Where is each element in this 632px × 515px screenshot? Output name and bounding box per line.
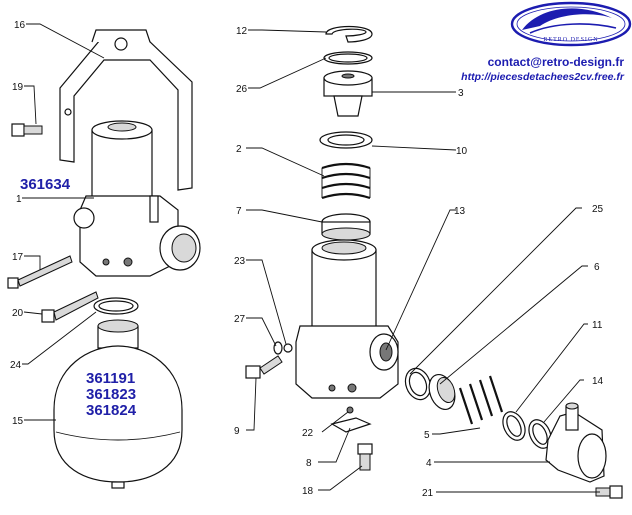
piston-6-face xyxy=(436,376,456,404)
bolt-20 xyxy=(41,291,99,323)
part-number-sphere-1: 361191 xyxy=(86,370,135,387)
screw-9 xyxy=(245,355,283,379)
ring-11-inner xyxy=(506,415,522,437)
mounting-bracket xyxy=(59,29,193,191)
callout-22: 22 xyxy=(302,428,314,439)
callout-1: 1 xyxy=(16,194,22,205)
callout-23: 23 xyxy=(234,256,246,267)
callout-9: 9 xyxy=(234,426,240,437)
stud-17 xyxy=(7,255,73,289)
seat-7-base xyxy=(321,227,371,241)
ring-26-inner xyxy=(328,53,368,63)
part-number-sphere-2: 361823 xyxy=(86,386,136,403)
callout-18: 18 xyxy=(302,486,314,497)
washer-10-inner xyxy=(327,134,365,146)
part-number-sphere-3: 361824 xyxy=(86,402,137,419)
ring-23 xyxy=(283,343,293,353)
piston-cap-3 xyxy=(323,70,373,117)
leader-lines xyxy=(22,23,600,493)
regulator-body xyxy=(295,239,399,399)
ball-22 xyxy=(346,406,354,414)
callout-14: 14 xyxy=(592,376,604,387)
logo-text: RETRO DESIGN xyxy=(543,37,598,43)
retro-design-logo[interactable]: RETRO DESIGN xyxy=(510,1,632,47)
callout-26: 26 xyxy=(236,84,248,95)
callout-17: 17 xyxy=(12,252,24,263)
callout-24: 24 xyxy=(10,360,22,371)
callout-4: 4 xyxy=(426,458,432,469)
contact-email[interactable]: contact@retro-design.fr xyxy=(488,55,625,69)
circlip-12 xyxy=(325,25,373,43)
callout-7: 7 xyxy=(236,206,242,217)
callout-6: 6 xyxy=(594,262,600,273)
end-cap-4 xyxy=(545,402,607,483)
valve-body-assembly xyxy=(73,120,201,277)
callout-20: 20 xyxy=(12,308,24,319)
spring-2 xyxy=(321,162,371,200)
callout-10: 10 xyxy=(456,146,468,157)
callout-11: 11 xyxy=(592,320,603,331)
callout-2: 2 xyxy=(236,144,242,155)
callout-13: 13 xyxy=(454,206,466,217)
callout-5: 5 xyxy=(424,430,430,441)
callout-12: 12 xyxy=(236,26,248,37)
contact-url[interactable]: http://piecesdetachees2cv.free.fr xyxy=(461,71,625,83)
bolt-18 xyxy=(357,443,373,471)
ring-14-inner xyxy=(532,423,548,445)
callout-labels: 16 19 1 17 20 24 15 12 26 3 2 10 7 13 25… xyxy=(10,20,604,499)
bolt-19 xyxy=(11,123,43,137)
callout-8: 8 xyxy=(306,458,312,469)
callout-3: 3 xyxy=(458,88,464,99)
callout-25: 25 xyxy=(592,204,604,215)
seal-ring-24-inner xyxy=(98,300,134,312)
callout-27: 27 xyxy=(234,314,246,325)
spring-5 xyxy=(458,375,504,425)
callout-15: 15 xyxy=(12,416,24,427)
callout-19: 19 xyxy=(12,82,24,93)
callout-16: 16 xyxy=(14,20,26,31)
callout-21: 21 xyxy=(422,488,434,499)
clip-8 xyxy=(330,417,372,433)
part-number-valve: 361634 xyxy=(20,176,71,193)
accumulator-sphere xyxy=(53,319,183,489)
seal-ring-25-inner xyxy=(408,371,428,397)
